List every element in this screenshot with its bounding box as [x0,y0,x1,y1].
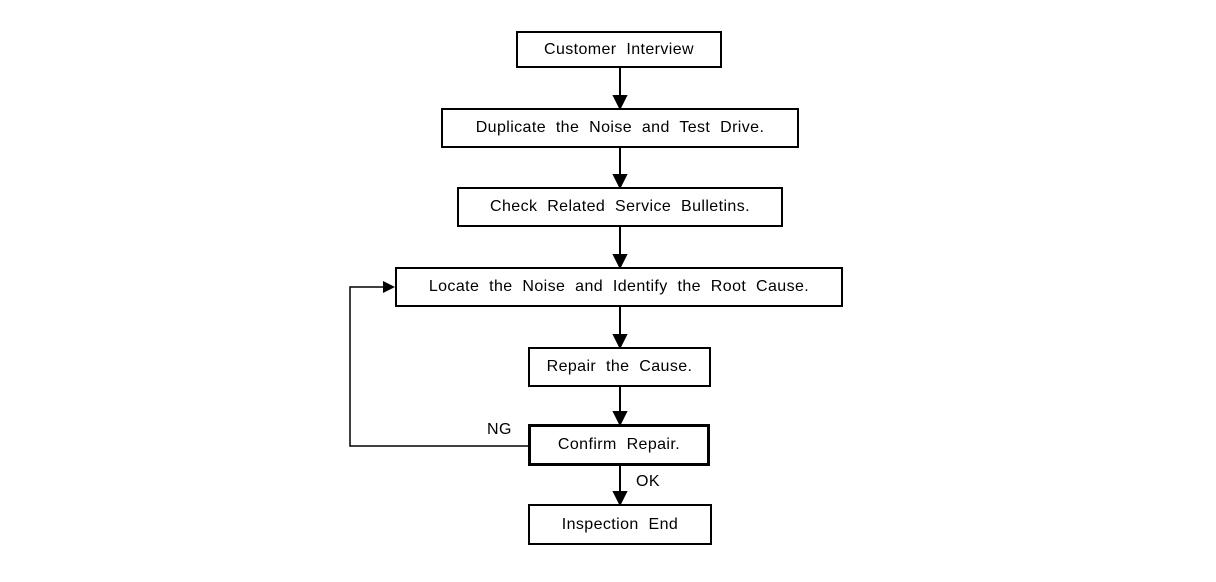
arrowhead-down-icon [612,491,628,507]
arrowhead-down-icon [612,95,628,111]
arrowhead-down-icon [612,411,628,427]
node-label: Duplicate the Noise and Test Drive. [475,119,765,136]
node-label: Check Related Service Bulletins. [490,198,750,215]
node-duplicate-noise-test-drive: Duplicate the Noise and Test Drive. [441,108,799,148]
edge-label-ok: OK [636,473,660,490]
node-label: Customer Interview [543,40,695,58]
ng-loop-line [349,286,528,447]
node-repair-the-cause: Repair the Cause. [528,347,711,387]
node-inspection-end: Inspection End [528,504,712,545]
arrowhead-down-icon [612,334,628,350]
node-label: Repair the Cause. [546,358,693,375]
node-customer-interview: Customer Interview [516,31,722,68]
node-label: Inspection End [561,515,679,533]
node-label: Locate the Noise and Identify the Root C… [428,278,810,295]
node-confirm-repair: Confirm Repair. [528,424,710,466]
arrowhead-right-icon [383,281,395,293]
edge-label-ng: NG [487,421,512,438]
arrowhead-down-icon [612,174,628,190]
arrowhead-down-icon [612,254,628,270]
node-check-service-bulletins: Check Related Service Bulletins. [457,187,783,227]
node-label: Confirm Repair. [557,436,681,453]
node-locate-noise-root-cause: Locate the Noise and Identify the Root C… [395,267,843,307]
